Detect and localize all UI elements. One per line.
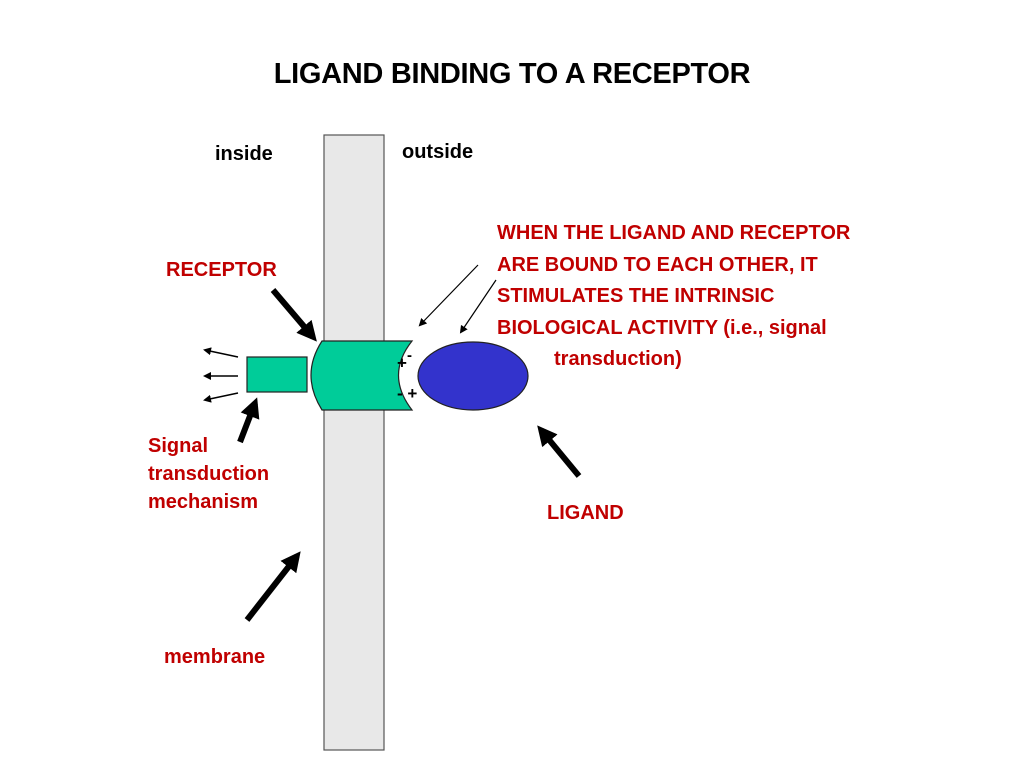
ligand-pointer-arrow <box>537 425 582 478</box>
note-line: ARE BOUND TO EACH OTHER, IT <box>497 253 818 276</box>
signal-transduction-line: Signal <box>148 435 209 457</box>
note-line: transduction) <box>554 348 682 370</box>
receptor-label: RECEPTOR <box>166 259 277 281</box>
signal-transduction-line: mechanism <box>148 491 259 513</box>
note-arrow-ligand <box>459 279 497 334</box>
receptor-body <box>310 340 414 411</box>
note-line: BIOLOGICAL ACTIVITY (i.e., signal <box>497 316 827 339</box>
note-line: STIMULATES THE INTRINSIC <box>497 285 775 307</box>
inside-label: inside <box>215 143 273 165</box>
signal-transduction-line: transduction <box>148 463 270 485</box>
membrane <box>323 134 385 751</box>
ligand-ellipse <box>417 341 529 411</box>
charge-bottom: - + <box>397 384 418 403</box>
receptor-stub <box>246 356 308 393</box>
charge-top: +- <box>397 347 412 373</box>
ligand-label: LIGAND <box>547 502 624 524</box>
membrane-label: membrane <box>164 646 266 668</box>
outside-label: outside <box>402 141 474 163</box>
signal-arrow-bottom <box>203 392 239 403</box>
signal-transduction-label: Signal transduction mechanism <box>148 432 269 516</box>
binding-note: WHEN THE LIGAND AND RECEPTOR ARE BOUND T… <box>497 218 850 376</box>
receptor-pointer-arrow <box>270 288 317 342</box>
membrane-pointer-arrow <box>244 551 301 622</box>
note-line: WHEN THE LIGAND AND RECEPTOR <box>497 222 851 244</box>
note-arrow-receptor <box>418 264 479 327</box>
signal-arrow-top <box>203 347 239 358</box>
signal-pointer-arrow <box>237 397 260 444</box>
diagram-title: LIGAND BINDING TO A RECEPTOR <box>273 58 751 90</box>
